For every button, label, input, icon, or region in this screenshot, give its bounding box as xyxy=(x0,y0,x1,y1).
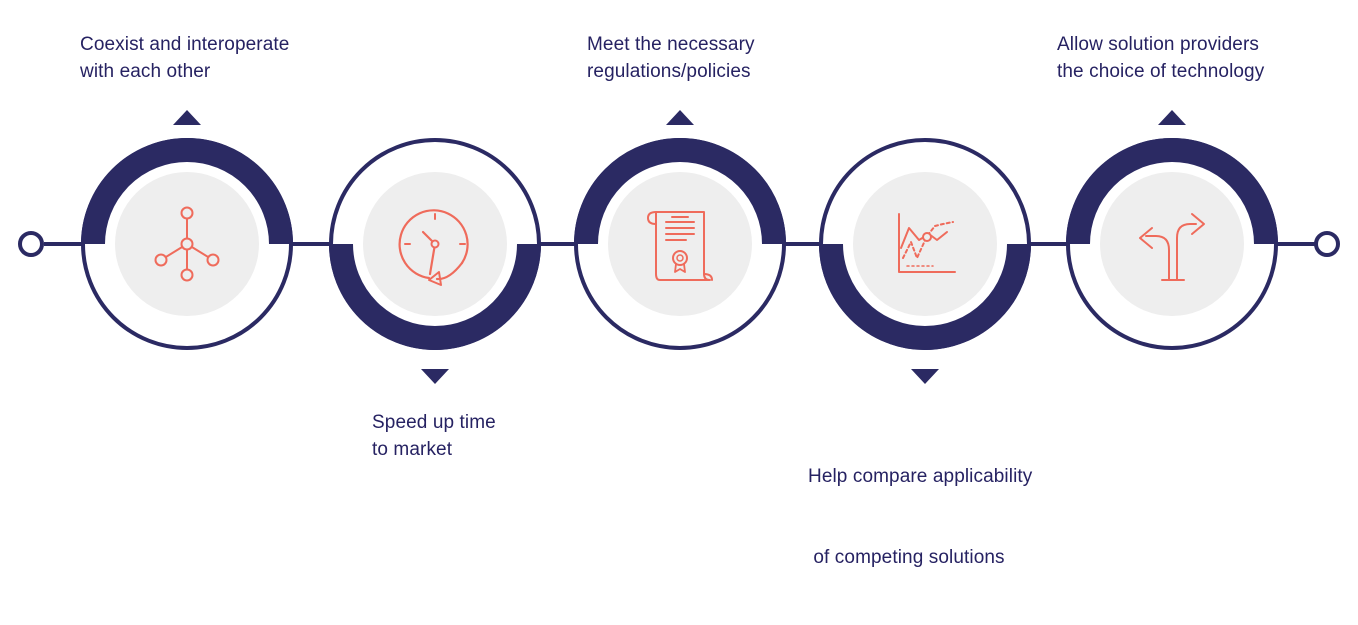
pointer-up-icon xyxy=(666,110,694,125)
step-1 xyxy=(81,110,293,350)
network-hub-icon xyxy=(154,206,220,282)
comparison-chart-icon xyxy=(898,213,956,273)
step-2 xyxy=(329,138,541,384)
pointer-down-icon xyxy=(911,369,939,384)
start-node xyxy=(18,231,44,257)
step-inner-circle xyxy=(1100,172,1244,316)
step-1-label: Coexist and interoperate with each other xyxy=(80,31,289,85)
pointer-up-icon xyxy=(1158,110,1186,125)
pointer-down-icon xyxy=(421,369,449,384)
stopwatch-icon xyxy=(398,209,469,286)
step-arc-top xyxy=(81,138,293,245)
step-5-label: Allow solution providers the choice of t… xyxy=(1057,31,1264,85)
step-3-label-line-1: Meet the necessary xyxy=(587,34,755,55)
step-5-label-line-1: Allow solution providers xyxy=(1057,34,1259,55)
step-inner-circle xyxy=(853,172,997,316)
step-arc-bottom xyxy=(819,243,1031,350)
step-5-label-line-2: the choice of technology xyxy=(1057,61,1265,82)
step-4-label-line-1: Help compare applicability xyxy=(808,466,1033,487)
step-4 xyxy=(819,138,1031,384)
end-node xyxy=(1314,231,1340,257)
step-1-label-line-1: Coexist and interoperate xyxy=(80,34,290,55)
step-inner-circle xyxy=(608,172,752,316)
split-arrows-icon xyxy=(1139,213,1205,281)
step-3-label: Meet the necessary regulations/policies xyxy=(587,31,755,85)
step-4-label-line-2: of competing solutions xyxy=(808,547,1005,568)
process-diagram: Coexist and interoperate with each other… xyxy=(18,31,1340,568)
steps-layer xyxy=(81,110,1278,384)
step-2-label-line-2: to market xyxy=(372,439,453,460)
step-3-label-line-2: regulations/policies xyxy=(587,61,751,82)
step-5 xyxy=(1066,110,1278,350)
pointer-up-icon xyxy=(173,110,201,125)
step-arc-bottom xyxy=(329,243,541,350)
diagram-canvas xyxy=(18,110,1340,384)
step-arc-top xyxy=(574,138,786,245)
step-4-label: Help compare applicability of competing … xyxy=(808,409,1032,625)
step-arc-top xyxy=(1066,138,1278,245)
certificate-scroll-icon xyxy=(647,211,713,281)
step-1-label-line-2: with each other xyxy=(80,61,211,82)
step-2-label-line-1: Speed up time xyxy=(372,412,496,433)
step-2-label: Speed up time to market xyxy=(372,409,496,463)
step-3 xyxy=(574,110,786,350)
